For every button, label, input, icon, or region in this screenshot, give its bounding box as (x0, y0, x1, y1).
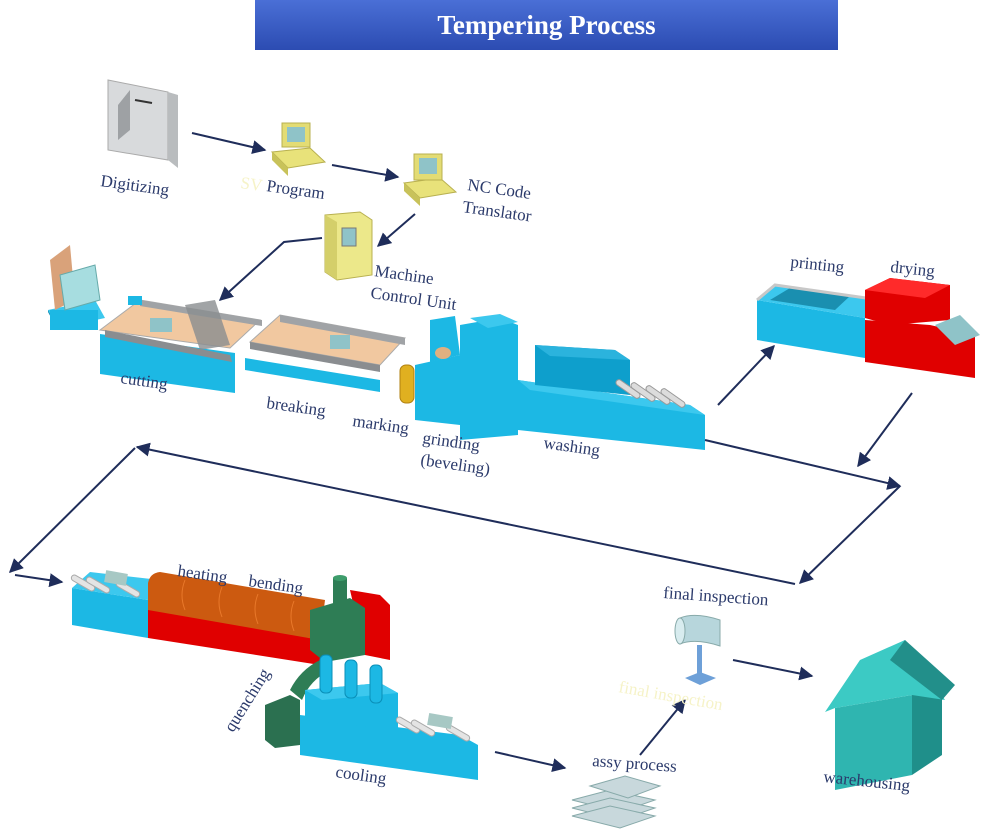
label-final-inspection-ghost: final inspection (617, 677, 724, 714)
grinding-washing-machine-icon (415, 314, 705, 450)
computer-icon (402, 153, 458, 206)
label-beveling: (beveling) (419, 450, 491, 479)
glass-stack-icon (571, 775, 662, 829)
label-assy-process: assy process (592, 751, 678, 776)
cooling-unit-icon (300, 654, 478, 780)
cutting-machine-icon (48, 245, 262, 394)
flow-arrows (9, 132, 913, 773)
label-marking: marking (351, 411, 410, 438)
label-digitizing: Digitizing (99, 171, 170, 199)
breaking-machine-icon (245, 314, 406, 392)
label-drying: drying (890, 257, 937, 281)
label-control-unit: Control Unit (369, 283, 457, 314)
computer-icon (270, 122, 327, 176)
label-program: Program (265, 176, 326, 203)
label-breaking: breaking (265, 393, 327, 420)
marking-machine-icon (399, 364, 415, 404)
page-title: Tempering Process (255, 0, 838, 50)
digitizer-icon (107, 79, 178, 168)
label-final-inspection: final inspection (663, 583, 770, 609)
inspection-stand-icon (674, 614, 721, 685)
warehouse-icon (825, 640, 955, 790)
machine-control-unit-icon (324, 211, 373, 281)
label-sv-ghost: SV (239, 173, 264, 195)
label-printing: printing (790, 252, 846, 277)
printing-drying-machine-icon (756, 278, 980, 378)
